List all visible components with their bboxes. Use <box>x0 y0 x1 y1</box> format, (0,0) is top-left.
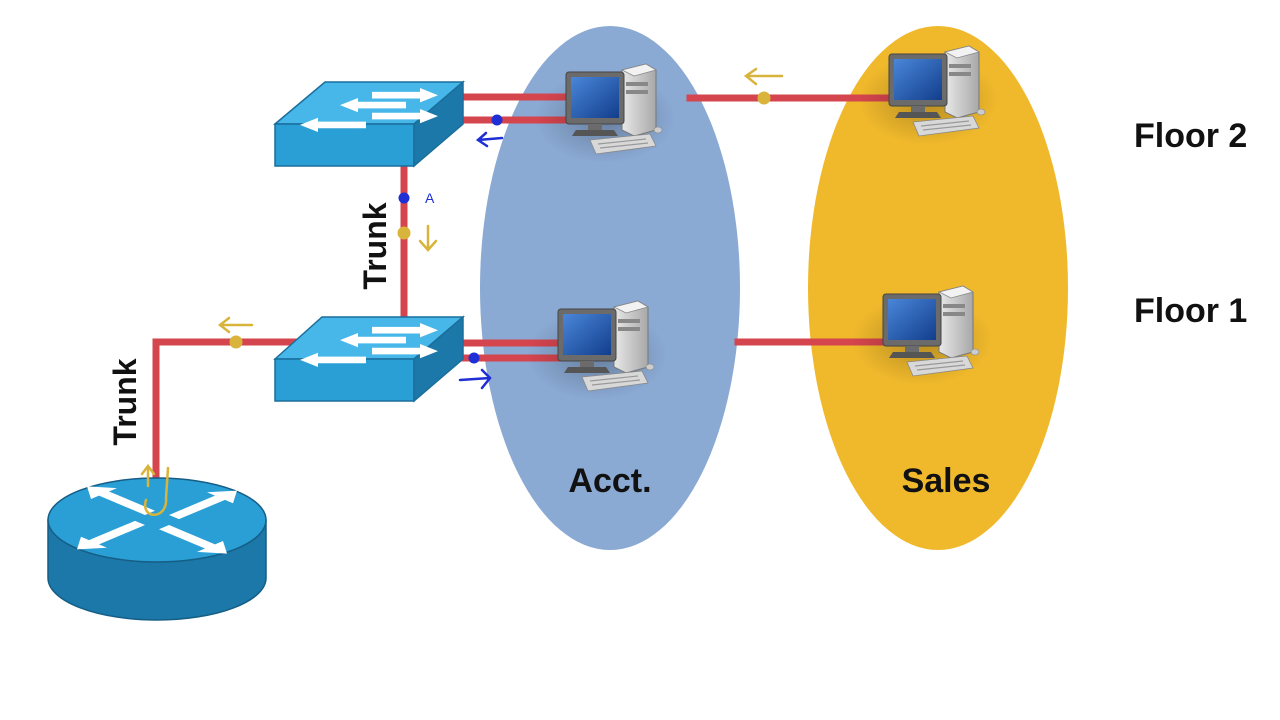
yellow-arrow-left-icon <box>217 316 254 334</box>
yellow-annotations <box>140 67 784 516</box>
acct-group-label: Acct. <box>568 462 651 500</box>
blue-frame-dot <box>398 192 410 204</box>
switch-icon[interactable] <box>273 315 466 403</box>
yellow-frame-dot <box>397 226 411 240</box>
yellow-arrow-up-icon <box>140 463 170 516</box>
sales-group-label: Sales <box>902 462 991 500</box>
blue-frame-dot <box>491 114 503 126</box>
floor-1-label: Floor 1 <box>1134 292 1247 330</box>
floor-2-label: Floor 2 <box>1134 117 1247 155</box>
cable-trunk-to-router <box>152 338 304 496</box>
blue-arrow-right-icon <box>458 368 492 390</box>
blue-arrow-left-icon <box>475 131 504 148</box>
switch-icon[interactable] <box>272 80 466 168</box>
yellow-frame-dot <box>229 335 243 349</box>
yellow-arrow-left-icon <box>743 67 784 86</box>
blue-annotations <box>398 114 504 390</box>
blue-frame-dot <box>468 352 480 364</box>
sales-group-ellipse <box>808 26 1068 550</box>
trunk-lower-label: Trunk <box>107 358 143 445</box>
yellow-arrow-down-icon <box>418 224 438 252</box>
acct-group-ellipse <box>480 26 740 550</box>
trunk-upper-label: Trunk <box>357 202 393 289</box>
yellow-frame-dot <box>757 91 771 105</box>
router-icon[interactable] <box>47 477 267 621</box>
annotation-a-label: A <box>425 190 435 206</box>
